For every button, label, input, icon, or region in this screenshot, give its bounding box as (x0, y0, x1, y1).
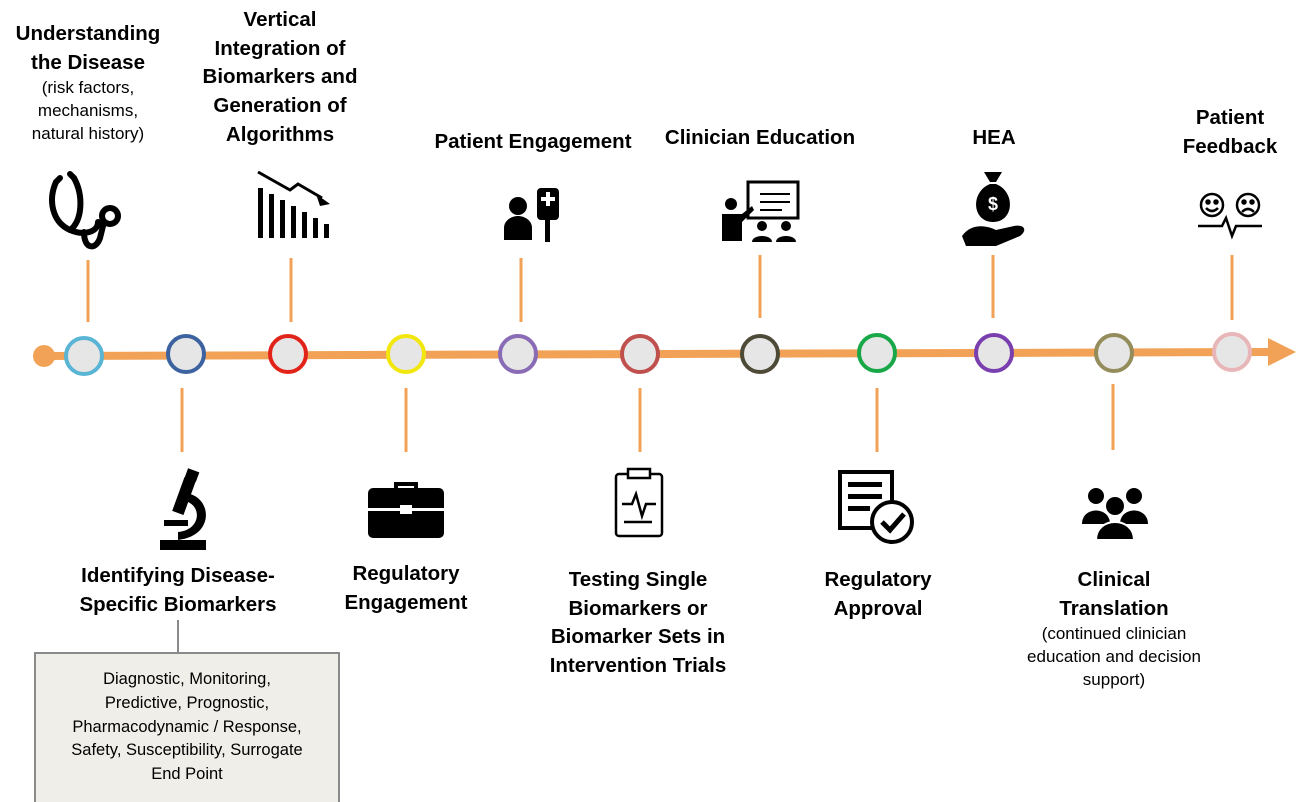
biomarker-types-box: Diagnostic, Monitoring, Predictive, Prog… (34, 652, 340, 802)
stethoscope-icon (49, 171, 121, 250)
stage-clinician-education: Clinician Education (665, 124, 855, 153)
stage-patient-engagement: Patient Engagement (434, 128, 631, 157)
stage-title: Clinician Education (664, 126, 856, 149)
timeline-node-9 (974, 333, 1014, 373)
timeline-node-10 (1094, 333, 1134, 373)
svg-text:$: $ (988, 194, 998, 214)
timeline-node-5 (498, 334, 538, 374)
timeline-node-6 (620, 334, 660, 374)
timeline-node-7 (740, 334, 780, 374)
patient-iv-drip-icon (504, 188, 559, 242)
stage-title: Patient Engagement (434, 130, 632, 153)
money-bag-hand-icon: $ (962, 172, 1025, 246)
approved-document-icon (838, 470, 914, 544)
briefcase-icon (368, 482, 444, 538)
timeline-node-11 (1212, 332, 1252, 372)
stage-title: Identifying Disease-Specific Biomarkers (79, 564, 277, 616)
timeline-arrowhead (1268, 338, 1296, 366)
group-people-icon (1082, 488, 1148, 541)
stage-title: HEA (972, 126, 1016, 149)
timeline-node-3 (268, 334, 308, 374)
presentation-board-icon (722, 180, 800, 242)
timeline-start-dot (33, 345, 55, 367)
timeline-node-4 (386, 334, 426, 374)
timeline-node-1 (64, 336, 104, 376)
timeline-node-8 (857, 333, 897, 373)
happy-sad-faces-icon (1198, 192, 1262, 240)
declining-bar-chart-icon (257, 170, 330, 238)
connector-lines (86, 255, 1234, 452)
clipboard-ecg-icon (614, 467, 664, 538)
stage-identifying-biomarkers: Identifying Disease-Specific Biomarkers (79, 562, 276, 619)
microscope-icon (160, 468, 206, 550)
stage-hea: HEA (972, 124, 1015, 153)
stage-subtitle: (risk factors,mechanisms,natural history… (31, 78, 145, 144)
timeline-node-2 (166, 334, 206, 374)
